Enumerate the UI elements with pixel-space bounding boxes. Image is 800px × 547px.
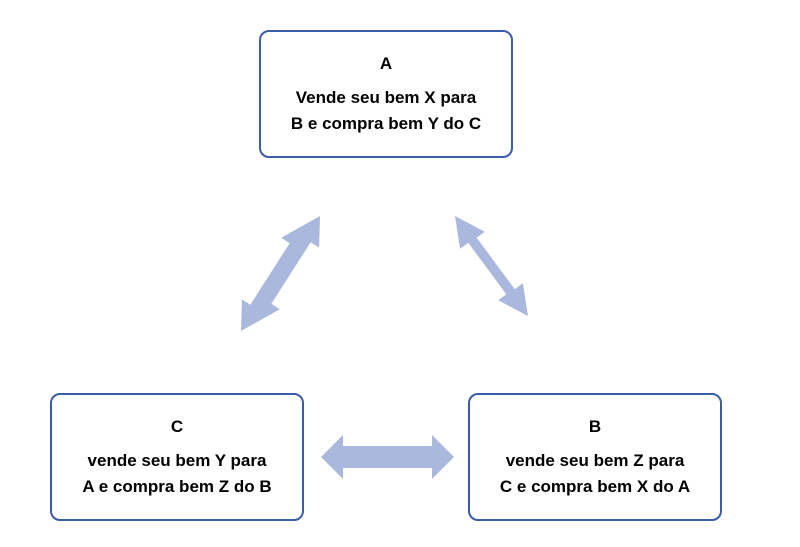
- node-b: B vende seu bem Z para C e compra bem X …: [468, 393, 722, 521]
- node-c-line2: A e compra bem Z do B: [82, 477, 272, 496]
- arrow-a-b: [455, 216, 528, 316]
- node-a-line1: Vende seu bem X para: [295, 88, 477, 107]
- node-c: C vende seu bem Y para A e compra bem Z …: [50, 393, 304, 521]
- node-a-title: A: [379, 54, 393, 73]
- node-b-line2: C e compra bem X do A: [499, 477, 691, 496]
- arrow-c-b: [321, 435, 454, 479]
- arrow-c-a: [241, 216, 320, 331]
- node-c-title: C: [170, 417, 184, 436]
- node-a: A Vende seu bem X para B e compra bem Y …: [259, 30, 513, 158]
- node-b-title: B: [588, 417, 602, 436]
- node-c-line1: vende seu bem Y para: [87, 451, 267, 470]
- node-a-line2: B e compra bem Y do C: [290, 114, 482, 133]
- node-b-line1: vende seu bem Z para: [505, 451, 685, 470]
